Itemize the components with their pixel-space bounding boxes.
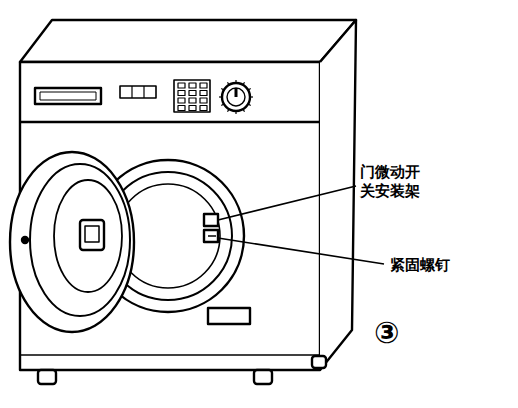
key xyxy=(189,98,196,103)
dial-tick xyxy=(248,89,251,91)
fixing-screw xyxy=(204,230,218,242)
dial-tick xyxy=(221,89,224,91)
base-line xyxy=(20,354,320,356)
buttons xyxy=(120,86,156,98)
display xyxy=(35,88,101,104)
part-label: 紧固螺钉 xyxy=(388,256,452,275)
figure-number: ③ xyxy=(372,314,401,352)
key xyxy=(200,106,207,111)
foot xyxy=(38,370,56,384)
dial-tick xyxy=(235,111,236,114)
foot xyxy=(254,370,272,384)
door-latch xyxy=(80,220,104,250)
keypad xyxy=(174,80,210,112)
key xyxy=(178,83,185,88)
key xyxy=(189,91,196,96)
leader-line xyxy=(218,186,356,220)
dial xyxy=(222,83,250,111)
dial-tick xyxy=(250,96,253,97)
part-label: 门微动开关安装架 xyxy=(358,163,427,201)
dial-tick xyxy=(248,104,251,106)
dial-tick xyxy=(243,109,245,112)
dial-tick xyxy=(228,82,230,85)
switch-bracket xyxy=(204,214,218,226)
door xyxy=(10,152,134,332)
key xyxy=(200,83,207,88)
key xyxy=(200,91,207,96)
key xyxy=(178,106,185,111)
leader-line xyxy=(218,238,384,264)
top-panel xyxy=(20,20,356,62)
dial-tick xyxy=(235,80,236,83)
dial-tick xyxy=(228,109,230,112)
key xyxy=(189,83,196,88)
key xyxy=(200,98,207,103)
display-inner xyxy=(40,92,96,100)
dial-tick xyxy=(219,96,222,97)
key xyxy=(189,106,196,111)
dial-tick xyxy=(221,104,224,106)
key xyxy=(178,91,185,96)
hinge xyxy=(22,237,28,243)
dial-tick xyxy=(243,82,245,85)
filter-cover xyxy=(208,308,250,324)
key xyxy=(178,98,185,103)
foot xyxy=(312,356,326,368)
panel-line xyxy=(20,121,320,123)
side-face xyxy=(320,20,356,370)
